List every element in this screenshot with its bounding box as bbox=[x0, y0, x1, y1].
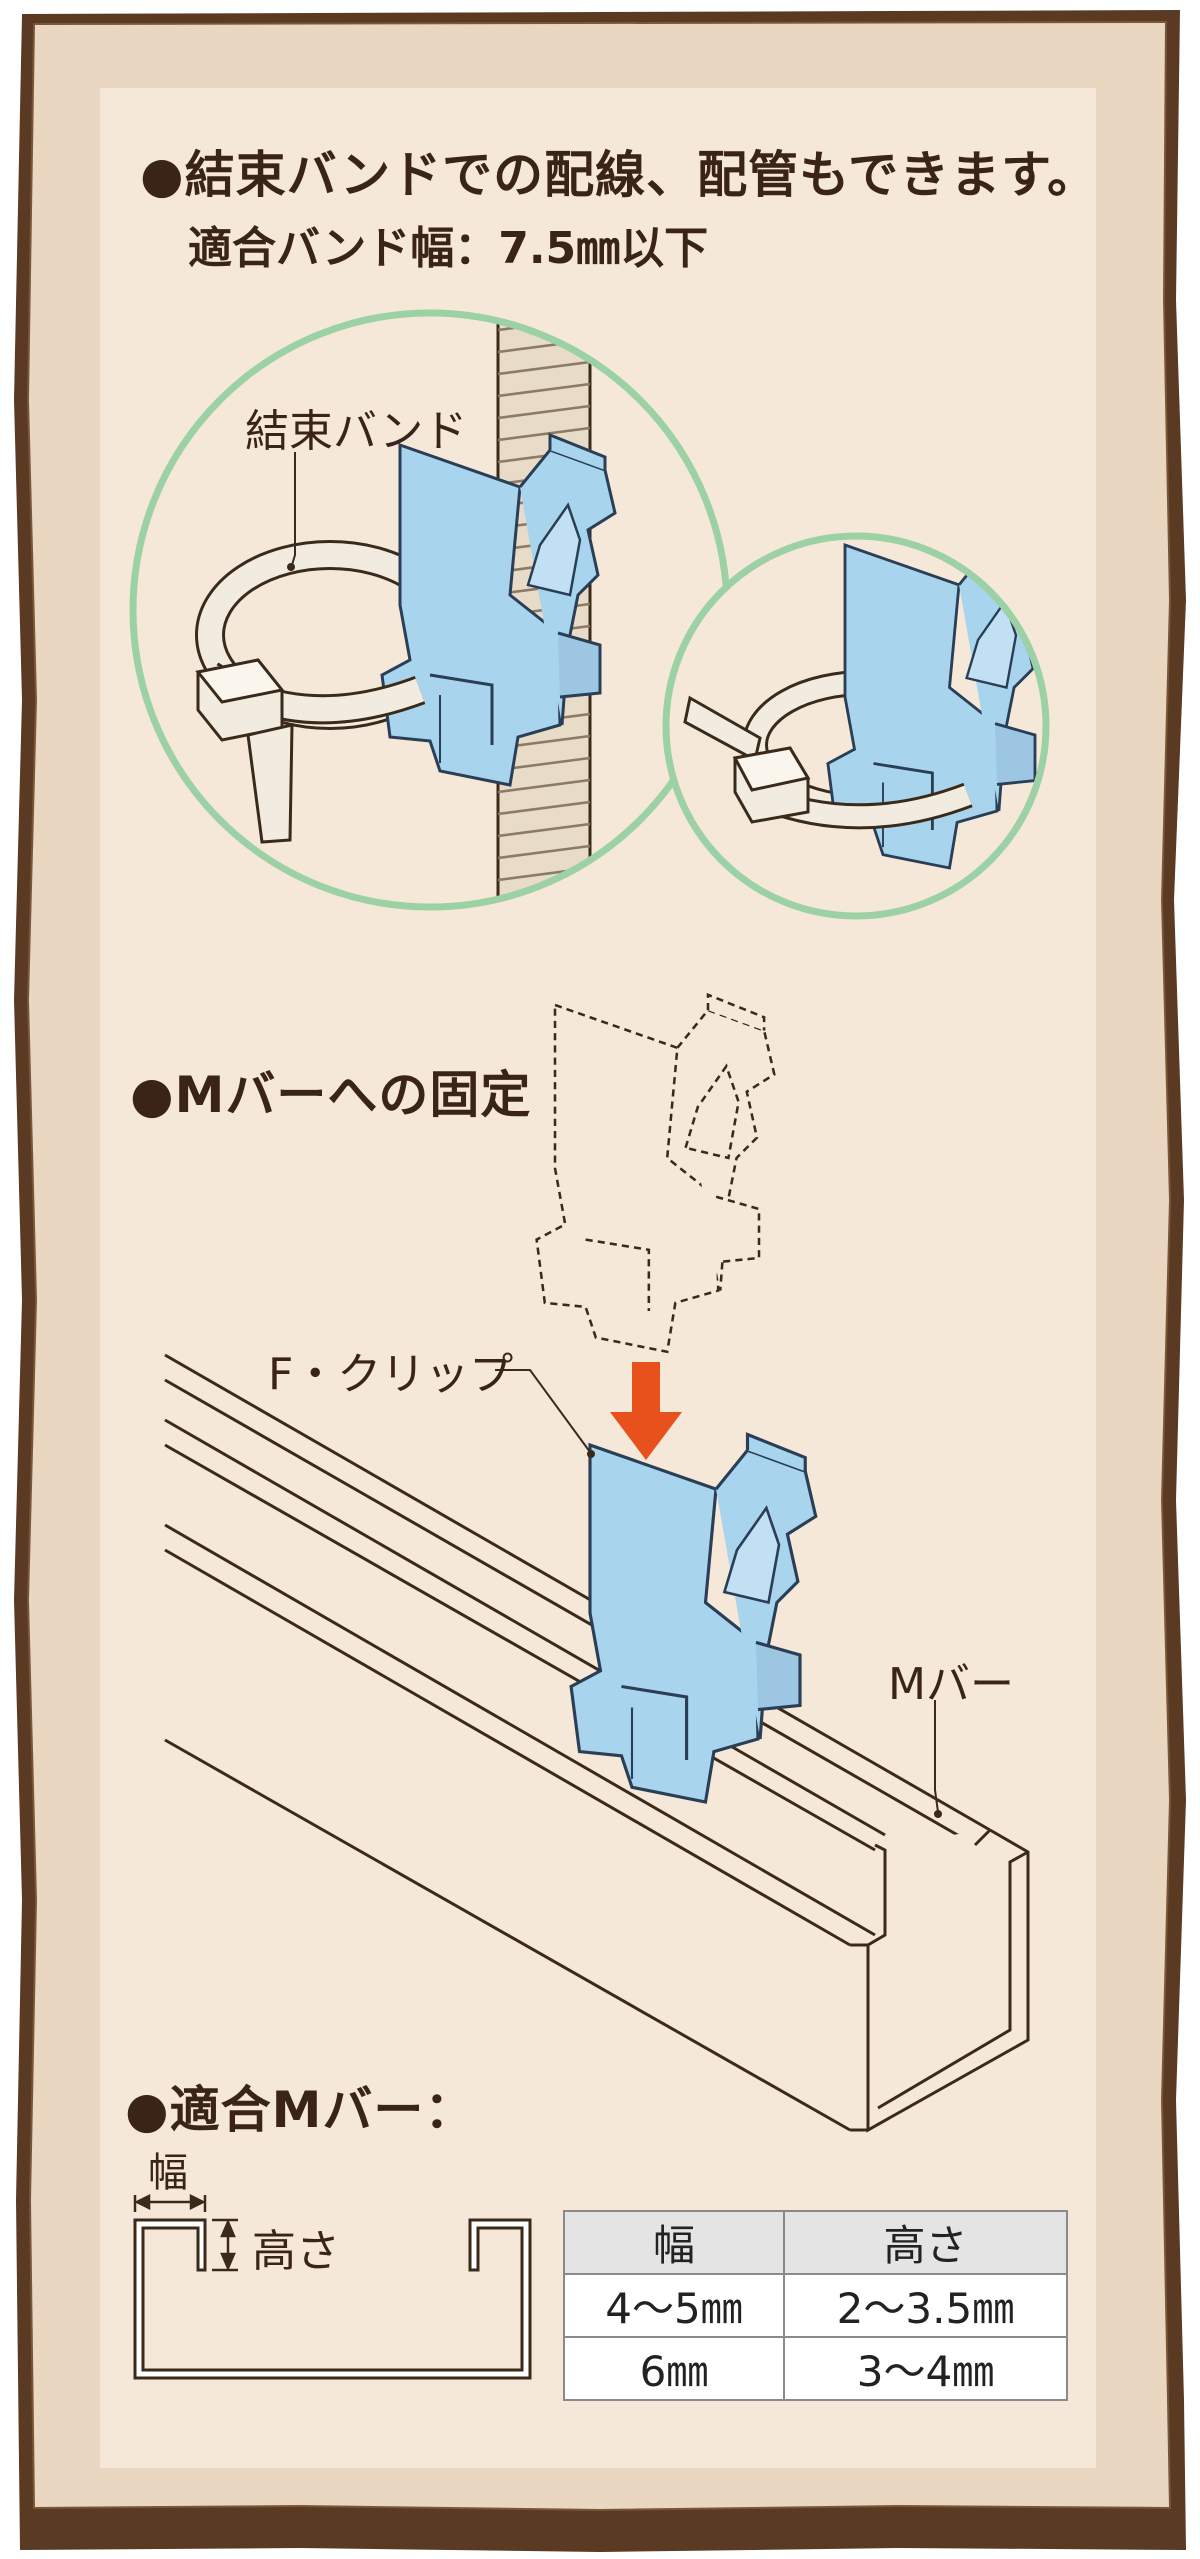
cable-tie-detail-large bbox=[133, 313, 727, 907]
spec-cell: 4〜5㎜ bbox=[563, 2273, 785, 2338]
cable-tie-detail-small-ring bbox=[662, 532, 1050, 920]
section2-title: ●Mバーへの固定 bbox=[130, 1066, 532, 1124]
spec-table: 幅 高さ 4〜5㎜ 2〜3.5㎜ 6㎜ 3〜4㎜ bbox=[563, 2210, 1069, 2401]
insert-arrow bbox=[610, 1362, 682, 1460]
clip-ghost bbox=[535, 992, 776, 1354]
spec-header-height: 高さ bbox=[782, 2210, 1069, 2275]
table-row: 6㎜ 3〜4㎜ bbox=[563, 2336, 1069, 2401]
height-label: 高さ bbox=[252, 2226, 340, 2277]
spec-cell: 2〜3.5㎜ bbox=[782, 2273, 1069, 2338]
section3-title: ●適合Mバー： bbox=[125, 2081, 476, 2139]
spec-cell: 6㎜ bbox=[563, 2336, 785, 2401]
cable-tie-detail-small bbox=[666, 536, 1046, 916]
width-dimension bbox=[133, 2193, 207, 2212]
section1-title: ●結束バンドでの配線、配管もできます。 bbox=[140, 146, 1099, 204]
height-dimension bbox=[212, 2218, 238, 2272]
m-bar-cross-section bbox=[133, 2218, 532, 2380]
f-clip-label: F・クリップ bbox=[268, 1349, 514, 1400]
m-bar-label: Mバー bbox=[888, 1659, 1014, 1710]
cable-tie-label: 結束バンド bbox=[245, 406, 468, 457]
m-bar-leader bbox=[934, 1700, 939, 1813]
section1-subtitle: 適合バンド幅：7.5㎜以下 bbox=[188, 223, 709, 274]
spec-header-width: 幅 bbox=[563, 2210, 785, 2275]
spec-table-header: 幅 高さ bbox=[563, 2210, 1069, 2275]
width-label: 幅 bbox=[148, 2150, 188, 2196]
spec-cell: 3〜4㎜ bbox=[782, 2336, 1069, 2401]
m-bar bbox=[164, 1353, 1030, 2133]
table-row: 4〜5㎜ 2〜3.5㎜ bbox=[563, 2273, 1069, 2338]
f-clip-leader bbox=[495, 1369, 591, 1453]
cable-tie-leader bbox=[291, 452, 296, 566]
